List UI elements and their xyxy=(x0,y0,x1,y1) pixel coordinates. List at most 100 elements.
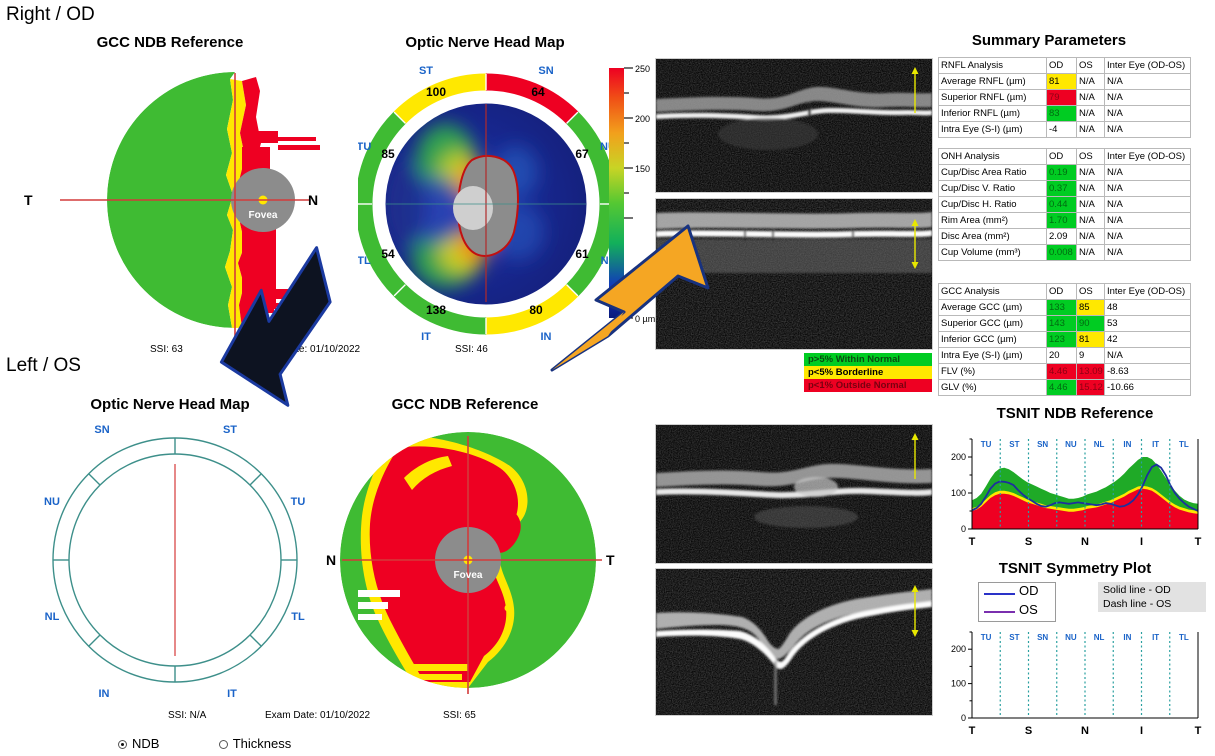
onh-header-ie: Inter Eye (OD-OS) xyxy=(1104,148,1191,165)
ndb-radio-dot[interactable] xyxy=(118,740,127,750)
exam-date-top: Exam Date: 01/10/2022 xyxy=(255,344,361,355)
svg-text:TU: TU xyxy=(358,141,371,153)
svg-text:TU: TU xyxy=(981,440,992,449)
onh-od-sector-ring xyxy=(355,73,617,335)
svg-text:T: T xyxy=(969,536,976,548)
display-mode-controls: NDB Thickness xyxy=(118,736,291,751)
svg-text:ST: ST xyxy=(1009,440,1019,449)
summary-title: Summary Parameters xyxy=(971,32,1127,49)
svg-text:T: T xyxy=(606,552,615,568)
svg-text:IT: IT xyxy=(421,331,431,342)
gcc-od-title: GCC NDB Reference xyxy=(96,34,244,51)
svg-text:I: I xyxy=(1140,536,1143,548)
tsnit-symmetry-title: TSNIT Symmetry Plot xyxy=(998,560,1152,577)
thickness-radio-dot[interactable] xyxy=(218,740,228,750)
svg-text:NL: NL xyxy=(1094,633,1105,642)
bscan-os-upper[interactable] xyxy=(655,424,933,564)
svg-text:IN: IN xyxy=(1123,633,1131,642)
note-dash-os: Dash line - OS xyxy=(1103,598,1172,610)
rnfl-header-row: RNFL Analysis OD OS Inter Eye (OD-OS) xyxy=(938,57,1191,74)
svg-text:100: 100 xyxy=(951,488,966,498)
bscan-scale-arrow-double xyxy=(911,585,919,637)
thickness-colorbar: 250 200 150 0 µm xyxy=(600,62,662,324)
svg-text:N: N xyxy=(1081,536,1089,548)
bscan-scale-arrow-up xyxy=(911,433,919,479)
svg-text:200: 200 xyxy=(951,644,966,654)
onh-od-ssi: SSI: 46 xyxy=(455,344,488,355)
bscan-od-upper[interactable] xyxy=(655,58,933,193)
left-eye-label: Left / OS xyxy=(6,355,81,376)
rnfl-analysis-table: RNFL Analysis OD OS Inter Eye (OD-OS) Av… xyxy=(938,57,1191,138)
gcc-header-od: OD xyxy=(1046,283,1077,300)
svg-text:100: 100 xyxy=(951,679,966,689)
svg-text:SN: SN xyxy=(1037,633,1048,642)
gcc-os-fovea-label: Fovea xyxy=(454,570,483,581)
tsnit-symmetry-legend: OD OS xyxy=(978,582,1056,622)
svg-text:TL: TL xyxy=(1179,440,1189,449)
svg-text:NU: NU xyxy=(44,496,60,508)
rnfl-header-label: RNFL Analysis xyxy=(938,57,1047,74)
svg-text:SN: SN xyxy=(94,424,109,436)
gcc-header-row: GCC Analysis OD OS Inter Eye (OD-OS) xyxy=(938,283,1191,300)
svg-text:NL: NL xyxy=(45,611,60,623)
summary-parameters-panel: Summary Parameters xyxy=(938,32,1160,49)
onh-header-row: ONH Analysis OD OS Inter Eye (OD-OS) xyxy=(938,148,1191,165)
svg-text:SN: SN xyxy=(1037,440,1048,449)
gcc-od-map[interactable]: T N Fovea xyxy=(20,55,320,345)
tsnit-symmetry-notes: Solid line - OD Dash line - OS xyxy=(1098,582,1206,612)
colorbar-tick-200: 200 xyxy=(635,114,650,124)
gcc-os-map[interactable]: N T Fovea xyxy=(320,412,620,707)
svg-text:IT: IT xyxy=(1152,440,1159,449)
gcc-od-ssi: SSI: 63 xyxy=(150,344,183,355)
colorbar-tick-250: 250 xyxy=(635,64,650,74)
svg-text:IN: IN xyxy=(99,688,110,700)
gcc-header-label: GCC Analysis xyxy=(938,283,1047,300)
bscan-scale-arrow-up xyxy=(911,67,919,113)
svg-text:NU: NU xyxy=(1065,440,1077,449)
colorbar-tick-zero: 0 µm xyxy=(635,314,655,324)
legend-within-normal: p>5% Within Normal xyxy=(804,353,932,366)
onh-os-map[interactable]: SN ST TU TL IT IN NL NU xyxy=(40,415,310,705)
svg-text:S: S xyxy=(1025,725,1032,737)
svg-text:T: T xyxy=(1195,536,1202,548)
ndb-radio-label: NDB xyxy=(132,736,160,751)
annotation-arrow-orange xyxy=(550,224,710,372)
bscan-os-lower[interactable] xyxy=(655,568,933,716)
gcc-header-ie: Inter Eye (OD-OS) xyxy=(1104,283,1191,300)
onh-header-label: ONH Analysis xyxy=(938,148,1047,165)
svg-text:TL: TL xyxy=(358,255,371,267)
gcc-analysis-table: GCC Analysis OD OS Inter Eye (OD-OS) Ave… xyxy=(938,283,1191,396)
svg-text:T: T xyxy=(1195,725,1202,737)
ndb-radio[interactable]: NDB xyxy=(118,736,159,751)
onh-analysis-table: ONH Analysis OD OS Inter Eye (OD-OS) Cup… xyxy=(938,148,1191,261)
gcc-od-fovea-label: Fovea xyxy=(249,210,278,221)
gcc-os-ssi: SSI: 65 xyxy=(443,710,476,721)
thickness-radio[interactable]: Thickness xyxy=(218,736,291,751)
exam-date-bottom: Exam Date: 01/10/2022 xyxy=(265,710,371,721)
tsnit-ndb-title: TSNIT NDB Reference xyxy=(996,405,1154,422)
svg-text:100: 100 xyxy=(426,85,446,99)
svg-text:ST: ST xyxy=(1009,633,1019,642)
gcc-header-os: OS xyxy=(1076,283,1105,300)
onh-os-sector-ring xyxy=(52,437,298,683)
onh-od-map[interactable]: ST SN NU NL IN IT TL TU 100 64 67 61 80 … xyxy=(355,52,618,343)
rnfl-header-od: OD xyxy=(1046,57,1077,74)
svg-text:SN: SN xyxy=(538,65,553,77)
svg-text:TL: TL xyxy=(1179,633,1189,642)
colorbar-tick-150: 150 xyxy=(635,164,650,174)
svg-text:0: 0 xyxy=(961,713,966,723)
rnfl-header-ie: Inter Eye (OD-OS) xyxy=(1104,57,1191,74)
legend-os-label: OS xyxy=(1019,602,1038,617)
svg-text:NU: NU xyxy=(1065,633,1077,642)
